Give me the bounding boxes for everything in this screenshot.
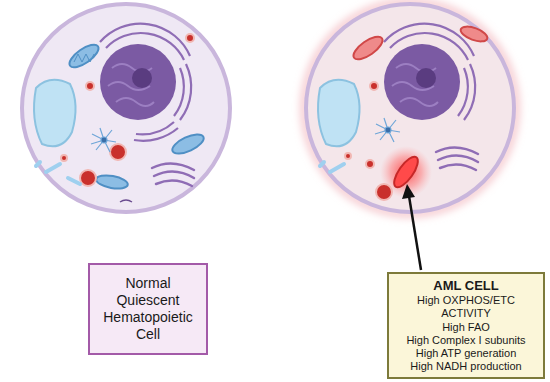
box-heading: AML CELL: [433, 278, 498, 294]
box-label: Normal Quiescent Hematopoietic Cell: [96, 275, 200, 342]
pointer-arrow: [402, 184, 421, 270]
normal-cell: [22, 4, 230, 212]
feature-line: High Complex I subunits: [406, 334, 525, 347]
aml-feature-box: AML CELLHigh OXPHOS/ETC ACTIVITYHigh FAO…: [387, 272, 545, 379]
feature-line: High ATP generation: [416, 347, 517, 360]
cell-label-box: Normal Quiescent Hematopoietic Cell: [88, 263, 208, 355]
feature-line: High FAO: [442, 321, 490, 334]
feature-line: High OXPHOS/ETC ACTIVITY: [392, 294, 540, 320]
aml-cell: [304, 2, 516, 214]
feature-line: High NADH production: [410, 360, 521, 373]
